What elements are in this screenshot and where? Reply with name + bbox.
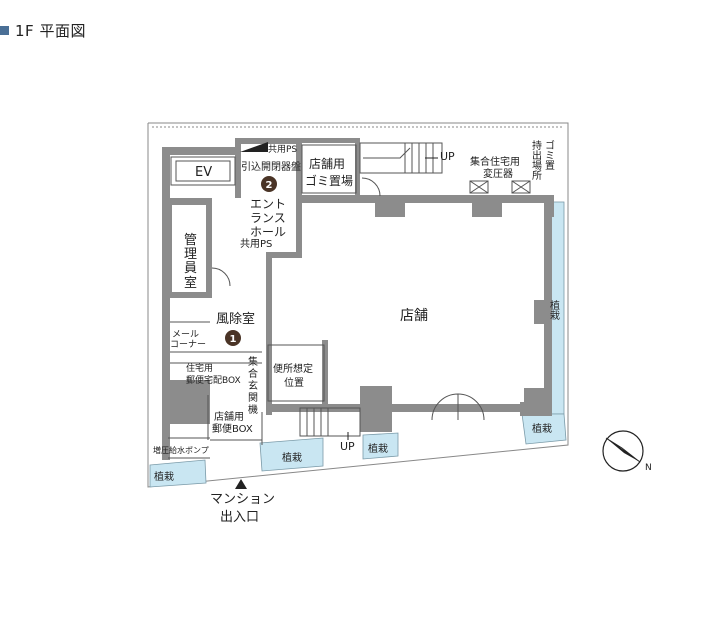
entrance-label-3: ホール [250, 225, 286, 239]
header: 1F 平面図 [0, 20, 86, 40]
mail-label-1: メール [172, 330, 199, 340]
shugo-label-5: 機 [248, 403, 258, 416]
entrance-label-1: エント [250, 197, 286, 211]
zouatsu-label: 増圧給水ポンプ [153, 445, 209, 455]
marker-two: 2 [261, 176, 277, 192]
mansion-entrance-label-2: 出入口 [220, 510, 259, 525]
shop-label: 店舗 [400, 308, 428, 324]
tenpo-box-label-2: 郵便BOX [212, 422, 253, 435]
room-labels: EV 共用PS 引込開閉器盤 店舗用 ゴミ置場 UP 集合住宅用 変圧器 ゴミ置… [153, 139, 560, 525]
gomi-oki-label: ゴミ置 [543, 139, 555, 170]
shugo-label-1: 集 [248, 355, 258, 368]
header-square-icon [0, 25, 9, 35]
inner-lines [168, 142, 531, 459]
hikikomi-label: 引込開閉器盤 [241, 160, 301, 173]
jutaku-box-label-1: 住宅用 [186, 362, 213, 374]
entrance-arrow-icon [235, 479, 247, 489]
jutaku-hen-label-1: 集合住宅用 [470, 155, 520, 168]
mansion-entrance-label-1: マンション [210, 492, 275, 507]
benjo-label-2: 位置 [284, 376, 304, 389]
shokusai-br-label: 植栽 [532, 422, 552, 435]
up-top-label: UP [440, 150, 455, 163]
entrance-label-2: ランス [250, 211, 286, 225]
ps-top-label: 共用PS [268, 144, 297, 155]
fuujo-label: 風除室 [216, 311, 255, 327]
tenpo-gomi-label-1: 店舗用 [309, 157, 345, 171]
shugo-label-3: 玄 [248, 379, 258, 392]
shokusai-bm-label: 植栽 [368, 442, 388, 455]
kanri-label-2: 理 [184, 247, 197, 262]
jutaku-box-label-2: 郵便宅配BOX [186, 374, 241, 386]
page-title: 1F 平面図 [15, 21, 86, 40]
mochidashi-label: 持出場所 [530, 139, 542, 181]
planting-areas [149, 201, 567, 488]
site-boundary [147, 122, 569, 488]
shokusai-corner-label: 植栽 [154, 470, 174, 483]
marker-one: 1 [225, 330, 241, 346]
marker-two-number: 2 [266, 180, 273, 191]
shokusai-bl-label: 植栽 [282, 451, 302, 464]
kanri-label-3: 員 [184, 261, 197, 276]
shugo-label-4: 関 [248, 392, 258, 404]
shokusai-right-label: 植栽 [548, 299, 560, 320]
mail-label-2: コーナー [170, 339, 206, 350]
shugo-label-2: 合 [248, 367, 258, 380]
jutaku-hen-label-2: 変圧器 [483, 167, 513, 180]
benjo-label-1: 便所想定 [273, 362, 313, 375]
ps-shaft-icon [240, 142, 268, 152]
tenpo-gomi-label-2: ゴミ置場 [305, 173, 353, 188]
kanri-label-1: 管 [184, 233, 197, 248]
tenpo-box-label-1: 店舗用 [214, 410, 244, 423]
compass: N [602, 430, 652, 473]
up-bottom-label: UP [340, 440, 355, 453]
walls [162, 138, 554, 460]
marker-one-number: 1 [230, 334, 237, 345]
ev-label: EV [195, 165, 212, 180]
ps-mid-label: 共用PS [240, 238, 272, 250]
kanri-label-4: 室 [184, 275, 197, 291]
compass-north-label: N [645, 463, 652, 473]
